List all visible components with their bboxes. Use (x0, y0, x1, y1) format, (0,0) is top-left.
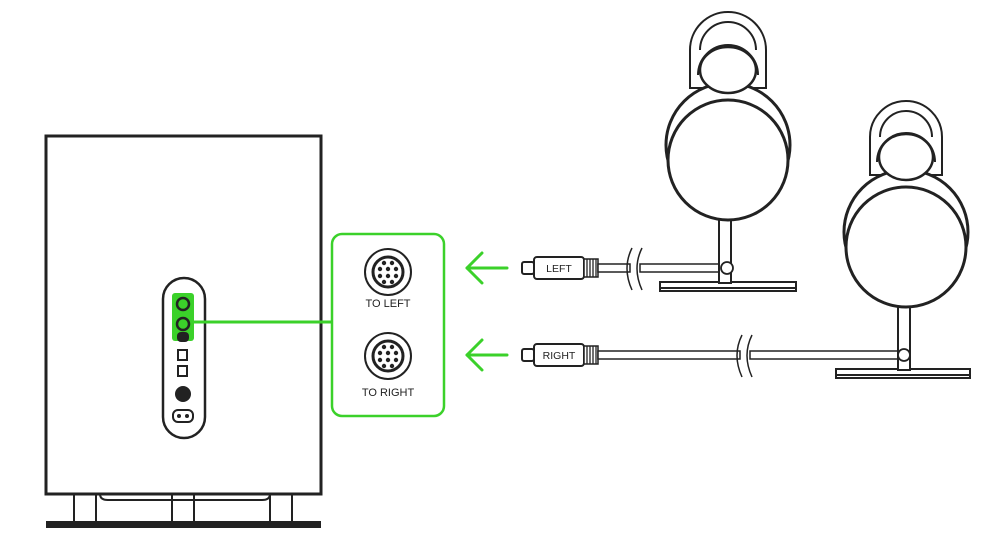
power-inlet-pin (177, 414, 181, 418)
left-speaker-driver (666, 98, 790, 222)
right-cable-tag: RIGHT (543, 350, 576, 362)
left-cable-tag: LEFT (546, 263, 572, 275)
left-cable: LEFT (521, 247, 725, 291)
subwoofer-bottom-edge (99, 493, 271, 501)
port-callout: TO LEFT TO RIGHT (330, 232, 446, 418)
right-speaker-driver (844, 185, 968, 309)
right-cable: RIGHT (521, 334, 901, 378)
left-arrow-icon (465, 251, 509, 285)
subwoofer-foot (73, 493, 97, 523)
left-arrow-icon (465, 338, 509, 372)
aux-port (177, 332, 189, 342)
subwoofer-foot (269, 493, 293, 523)
subwoofer-foot (171, 493, 195, 523)
subwoofer (44, 134, 323, 528)
right-speaker (835, 100, 971, 379)
usb-port-icon (177, 349, 188, 361)
power-inlet (172, 409, 194, 423)
left-speaker (659, 11, 797, 292)
to-right-port-icon (364, 332, 412, 380)
power-button (175, 386, 191, 402)
to-right-label: TO RIGHT (362, 387, 415, 399)
left-output-jack (175, 296, 191, 312)
callout-frame (330, 232, 446, 418)
to-left-port-icon (364, 248, 412, 296)
power-inlet-pin (185, 414, 189, 418)
to-left-label: TO LEFT (365, 298, 410, 310)
usb-port-icon (177, 365, 188, 377)
subwoofer-base (46, 521, 321, 528)
right-output-jack (175, 316, 191, 332)
